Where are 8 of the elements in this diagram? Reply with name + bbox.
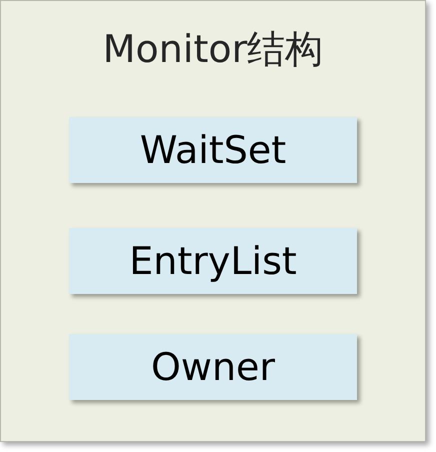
box-label: EntryList (129, 239, 297, 283)
panel-title: Monitor结构 (102, 26, 324, 73)
component-box (69, 334, 357, 400)
component-box (69, 117, 357, 183)
box-label: Owner (150, 345, 276, 389)
monitor-panel (0, 0, 426, 442)
component-box (69, 228, 357, 294)
box-label: WaitSet (140, 128, 286, 172)
